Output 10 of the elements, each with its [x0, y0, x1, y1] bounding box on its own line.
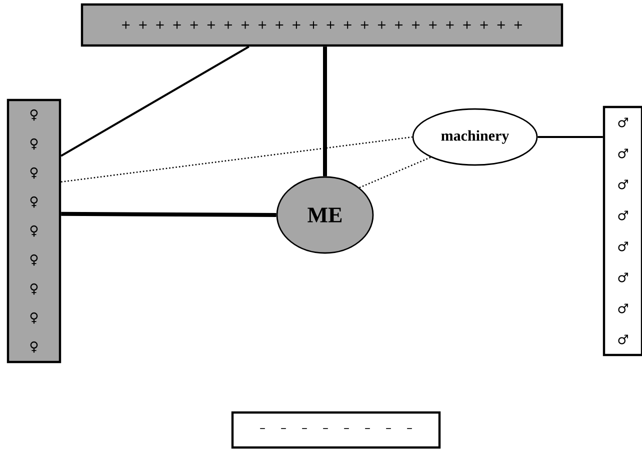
- connector-line: [60, 46, 250, 157]
- connector-line: [61, 136, 412, 183]
- connector-line: [61, 212, 276, 217]
- connector-line: [359, 156, 431, 188]
- male-bar: ♂ ♂ ♂ ♂ ♂ ♂ ♂ ♂: [602, 106, 642, 356]
- connector-line: [323, 46, 327, 176]
- dash-box: – – – – – – – –: [231, 411, 441, 449]
- connector-line: [538, 136, 603, 138]
- plus-bar: + + + + + + + + + + + + + + + + + + + + + + + +: [80, 3, 564, 47]
- female-bar: ♀ ♀ ♀ ♀ ♀ ♀ ♀ ♀ ♀: [6, 98, 62, 364]
